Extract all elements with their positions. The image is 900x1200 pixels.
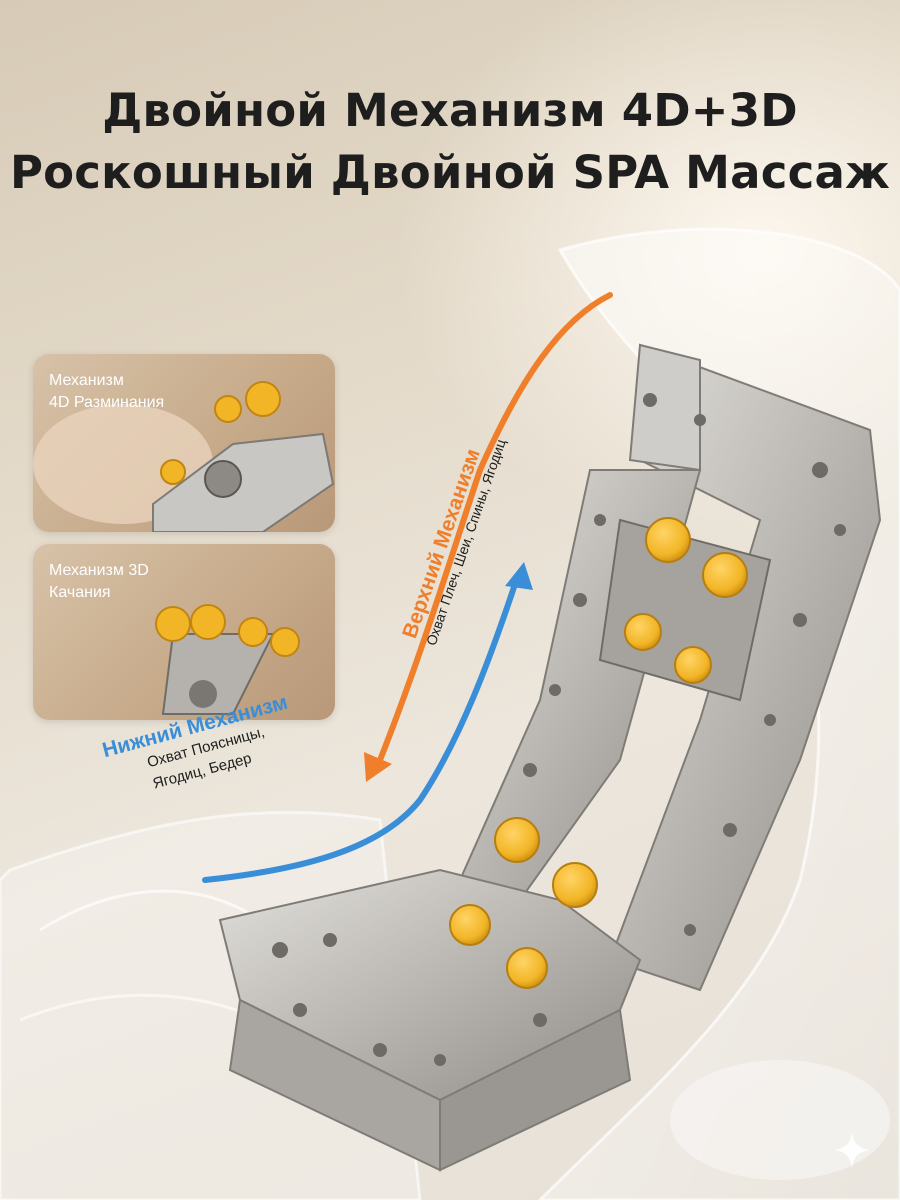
mechanism-4d-illustration (33, 381, 335, 532)
card-3d-label: Механизм 3D Качания (49, 562, 149, 601)
lower-arrow (202, 562, 533, 883)
card-4d-label: Механизм 4D Разминания (49, 372, 165, 411)
page-title: Двойной Механизм 4D+3D Роскошный Двойной… (0, 80, 900, 204)
massage-rollers (449, 517, 748, 989)
card-4d-mechanism: Механизм 4D Разминания (33, 354, 335, 532)
card-3d-mechanism: Механизм 3D Качания (33, 544, 335, 720)
upper-track-frame (458, 343, 882, 992)
title-line-1: Двойной Механизм 4D+3D (102, 84, 798, 137)
upper-arrow (364, 292, 613, 782)
sparkle-icon (834, 1132, 870, 1168)
mechanism-3d-illustration (155, 604, 300, 715)
seat-frame (218, 868, 642, 1172)
title-line-2: Роскошный Двойной SPA Массаж (9, 146, 890, 199)
